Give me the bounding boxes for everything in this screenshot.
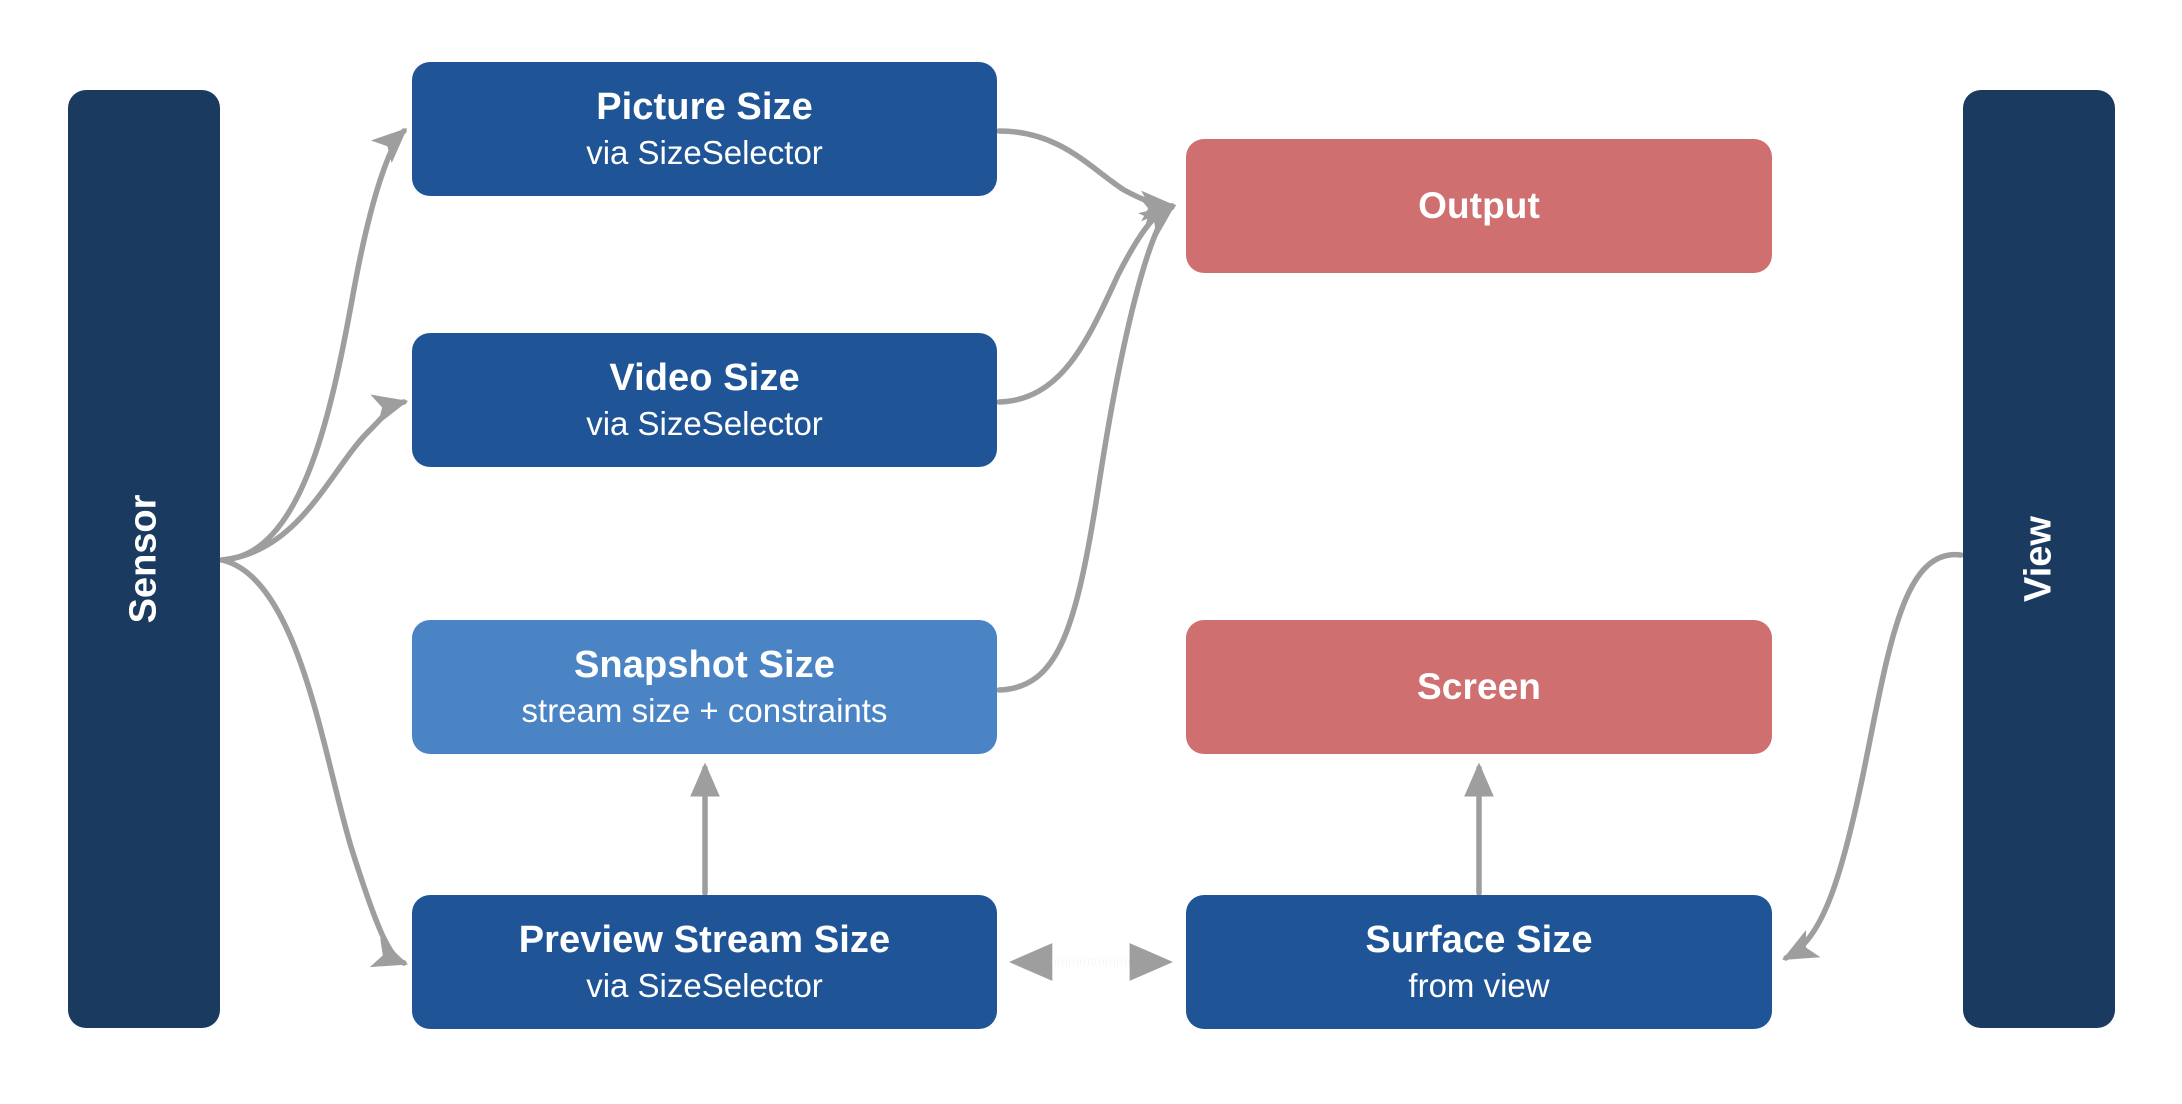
node-screen[interactable]: Screen — [1186, 620, 1772, 754]
edge-sensor-to-preview — [219, 557, 409, 968]
node-snapshot-size-subtitle: stream size + constraints — [521, 692, 888, 730]
edge-view-to-surface — [1782, 552, 1964, 961]
node-snapshot-size-title: Snapshot Size — [573, 643, 835, 686]
node-surface-size-subtitle: from view — [1408, 967, 1550, 1005]
edge-snapshot-to-output — [996, 204, 1176, 693]
node-preview-stream-size-title: Preview Stream Size — [518, 918, 891, 961]
node-picture-size[interactable]: Picture Size via SizeSelector — [412, 62, 997, 196]
edge-video-to-output — [996, 196, 1177, 405]
node-preview-stream-size-subtitle: via SizeSelector — [586, 967, 823, 1005]
lane-view-label: View — [2017, 516, 2060, 602]
node-video-size[interactable]: Video Size via SizeSelector — [412, 333, 997, 467]
node-output-title: Output — [1418, 185, 1540, 227]
lane-sensor-label: Sensor — [122, 494, 165, 624]
edge-sensor-to-picture — [219, 128, 408, 563]
node-video-size-subtitle: via SizeSelector — [586, 405, 823, 443]
edge-picture-to-output — [996, 128, 1177, 222]
node-video-size-title: Video Size — [609, 356, 800, 399]
lane-sensor[interactable]: Sensor — [68, 90, 220, 1028]
node-picture-size-title: Picture Size — [596, 85, 813, 128]
node-snapshot-size[interactable]: Snapshot Size stream size + constraints — [412, 620, 997, 754]
node-output[interactable]: Output — [1186, 139, 1772, 273]
node-surface-size[interactable]: Surface Size from view — [1186, 895, 1772, 1029]
node-surface-size-title: Surface Size — [1365, 918, 1593, 961]
node-screen-title: Screen — [1416, 666, 1541, 708]
node-picture-size-subtitle: via SizeSelector — [586, 134, 823, 172]
node-preview-stream-size[interactable]: Preview Stream Size via SizeSelector — [412, 895, 997, 1029]
lane-view[interactable]: View — [1963, 90, 2115, 1028]
edge-sensor-to-video — [219, 394, 409, 563]
